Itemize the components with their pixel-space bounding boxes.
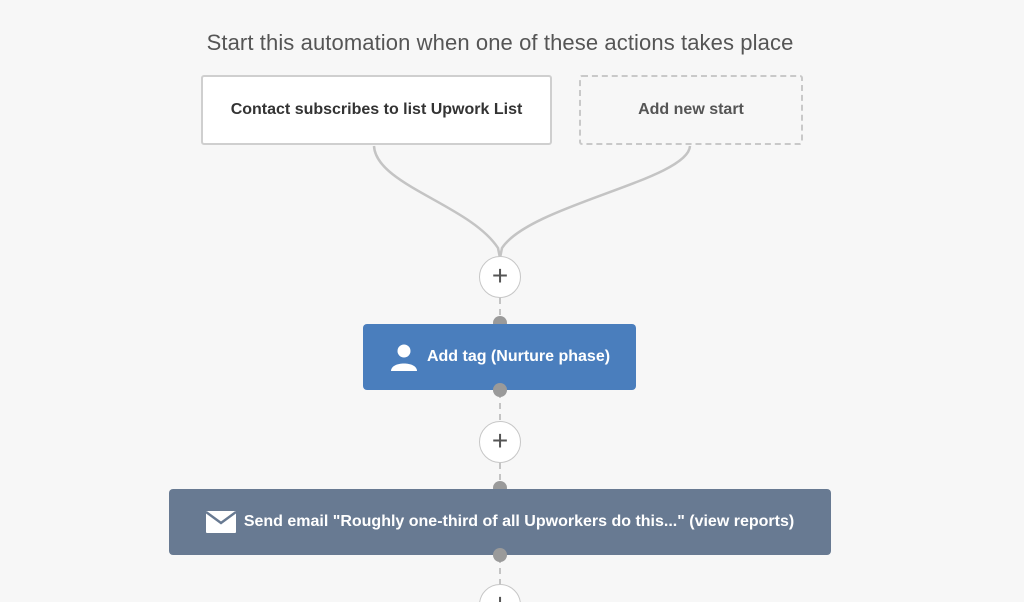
action-add-tag-label: Add tag (Nurture phase)	[426, 348, 611, 365]
start-trigger-list-subscribe[interactable]: Contact subscribes to list Upwork List	[201, 75, 552, 145]
add-step-button-2[interactable]: +	[479, 421, 521, 463]
node-connector-dot	[493, 383, 507, 397]
start-trigger-label: Contact subscribes to list Upwork List	[230, 101, 523, 118]
person-icon	[389, 342, 419, 372]
plus-icon: +	[492, 590, 508, 602]
envelope-icon	[205, 511, 236, 533]
plus-icon: +	[491, 260, 509, 291]
action-send-email[interactable]: Send email "Roughly one-third of all Upw…	[169, 489, 831, 555]
add-step-button-1[interactable]: +	[479, 256, 521, 298]
add-new-start-button[interactable]: Add new start	[579, 75, 803, 145]
connector-start-new	[498, 145, 692, 259]
automation-start-heading: Start this automation when one of these …	[206, 30, 794, 55]
action-send-email-label: Send email "Roughly one-third of all Upw…	[243, 513, 795, 530]
add-new-start-label: Add new start	[638, 101, 744, 118]
connector-start-existing	[372, 145, 502, 259]
node-connector-dot	[493, 548, 507, 562]
plus-icon: +	[491, 425, 509, 456]
add-step-button-3[interactable]: +	[479, 584, 521, 602]
action-add-tag[interactable]: Add tag (Nurture phase)	[363, 324, 636, 390]
